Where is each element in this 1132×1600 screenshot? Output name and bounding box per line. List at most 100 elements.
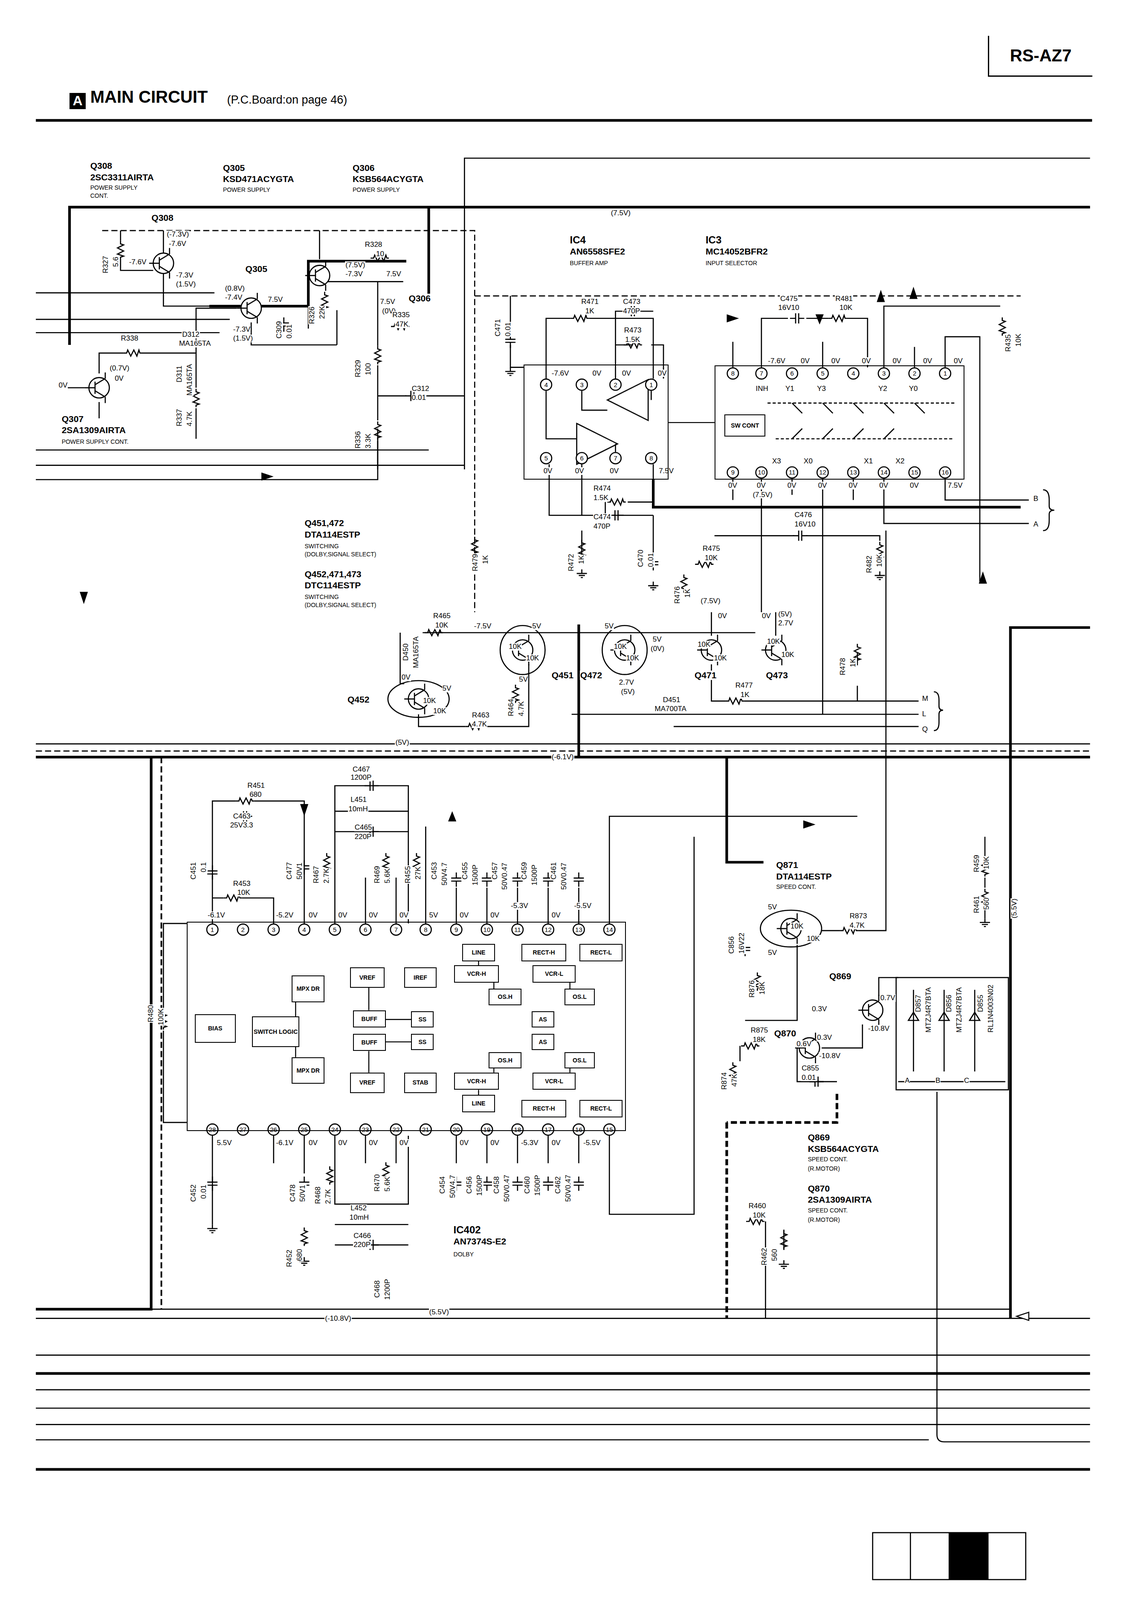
component-label: 0V bbox=[861, 357, 872, 365]
component-label: 0V bbox=[800, 357, 811, 365]
component-label: -7.6V bbox=[767, 357, 786, 365]
component-label: 4.7K bbox=[185, 411, 194, 427]
component-label: R464 bbox=[507, 698, 516, 717]
component-label: (5V) bbox=[777, 610, 793, 619]
component-label: 5V bbox=[518, 675, 529, 684]
component-label: R327 bbox=[101, 255, 110, 274]
component-label: C467 bbox=[352, 765, 371, 774]
component-label: (7.5V) bbox=[752, 491, 773, 499]
block-text: VREF bbox=[359, 974, 376, 982]
component-label: 10K bbox=[625, 654, 640, 663]
component-label: 50V0.47 bbox=[503, 1174, 511, 1203]
component-label: 0V bbox=[337, 1139, 348, 1147]
ic-package: IC3MC14052BFR2INPUT SELECTORSW CONT bbox=[714, 365, 965, 480]
component-label: 0V bbox=[909, 481, 920, 490]
component-label: MA700TA bbox=[654, 705, 687, 713]
signal-line bbox=[493, 982, 495, 989]
section-marker: A bbox=[69, 92, 86, 110]
component-label: 0V bbox=[830, 357, 841, 365]
component-label: 7.5V bbox=[947, 481, 964, 490]
component-label: 0.01 bbox=[411, 393, 427, 402]
pin-number: 13 bbox=[574, 926, 583, 934]
component-label: D856 bbox=[945, 994, 953, 1013]
component-label: -5.3V bbox=[510, 902, 529, 910]
component-label: C460 bbox=[523, 1175, 532, 1195]
component-label: 50V1 bbox=[298, 1184, 307, 1203]
part-heading: Q471 bbox=[694, 670, 717, 681]
function-block: BUFF bbox=[353, 1010, 386, 1028]
component-label: R480 bbox=[147, 1004, 155, 1023]
block-text: IREF bbox=[413, 974, 428, 982]
component-label: (-7.3V) bbox=[166, 230, 190, 239]
pin-number: 2 bbox=[912, 370, 917, 377]
component-label: R470 bbox=[373, 1174, 382, 1193]
component-label: R338 bbox=[120, 334, 139, 343]
component-label: X3 bbox=[771, 457, 782, 466]
component-label: 7.5V bbox=[385, 270, 402, 278]
component-label: -6.1V bbox=[275, 1139, 294, 1147]
model-box: RS-AZ7 bbox=[987, 35, 1092, 77]
component-label: 1K bbox=[683, 588, 692, 599]
component-label: 0.1 bbox=[199, 861, 208, 873]
component-label: D451 bbox=[662, 696, 681, 704]
component-label: C473 bbox=[622, 298, 641, 306]
component-label: 0V bbox=[891, 357, 902, 365]
component-label: 27K bbox=[414, 865, 423, 880]
component-label: 10K bbox=[697, 640, 711, 649]
component-label: (0.8V) bbox=[224, 284, 246, 293]
block-text: A bbox=[72, 93, 83, 109]
component-label: C459 bbox=[520, 861, 529, 881]
component-label: C466 bbox=[353, 1232, 372, 1240]
pin-number: 20 bbox=[452, 1126, 461, 1134]
component-label: 0.01 bbox=[801, 1074, 817, 1082]
component-label: 3.3K bbox=[364, 433, 373, 449]
signal-line bbox=[295, 1002, 296, 1017]
component-label: 50V0.47 bbox=[564, 1174, 573, 1203]
pin-number: 9 bbox=[730, 469, 736, 477]
pin-number: 15 bbox=[910, 469, 919, 477]
component-label: 0.01 bbox=[647, 552, 655, 568]
component-label: 100K bbox=[157, 1007, 166, 1026]
signal-line bbox=[368, 987, 370, 1011]
component-label: 5V bbox=[652, 635, 663, 644]
component-label: 16V10 bbox=[777, 303, 800, 312]
part-heading: Q308 bbox=[89, 161, 113, 171]
component-label: (7.5V) bbox=[700, 597, 721, 606]
component-label: 7.5V bbox=[658, 467, 675, 475]
component-label: -6.1V bbox=[207, 911, 226, 920]
component-label: (5V) bbox=[620, 688, 636, 696]
component-label: R473 bbox=[623, 326, 643, 335]
component-label: MA165TA bbox=[412, 636, 420, 669]
pin-number: 6 bbox=[579, 454, 584, 462]
component-label: R468 bbox=[314, 1186, 322, 1205]
note-text: (R.MOTOR) bbox=[807, 1165, 841, 1173]
component-label: INH bbox=[755, 385, 769, 393]
component-label: -7.3V bbox=[232, 325, 252, 334]
component-label: R455 bbox=[404, 865, 412, 885]
component-label: 5.6K bbox=[383, 868, 392, 884]
component-label: 10K bbox=[713, 654, 727, 663]
note-text: (DOLBY,SIGNAL SELECT) bbox=[303, 602, 377, 609]
function-block: VCR-H bbox=[454, 965, 499, 983]
component-label: R874 bbox=[720, 1071, 729, 1091]
component-label: 0.01 bbox=[285, 324, 294, 339]
component-label: Y3 bbox=[816, 385, 827, 393]
component-label: C454 bbox=[438, 1175, 447, 1195]
block-text: OS.H bbox=[497, 1057, 513, 1064]
component-label: 680 bbox=[295, 1248, 304, 1262]
component-label: B bbox=[1033, 495, 1039, 503]
component-label: C452 bbox=[189, 1184, 198, 1203]
component-label: 0V bbox=[308, 911, 319, 920]
component-label: 0.6V bbox=[796, 1040, 812, 1049]
part-heading: Q452,471,473 bbox=[303, 569, 362, 580]
block-text: RECT-H bbox=[532, 949, 556, 956]
component-label: (1.5V) bbox=[175, 280, 197, 289]
component-label: C463 bbox=[232, 812, 252, 821]
component-label: C453 bbox=[430, 861, 439, 881]
component-label: 0.7V bbox=[880, 994, 896, 1002]
block-text: VCR-H bbox=[466, 970, 486, 978]
component-label: MTZJ4R7BTA bbox=[924, 986, 933, 1033]
component-label: 0V bbox=[592, 369, 603, 378]
component-label: 0V bbox=[489, 911, 500, 920]
component-label: 0V bbox=[953, 357, 964, 365]
